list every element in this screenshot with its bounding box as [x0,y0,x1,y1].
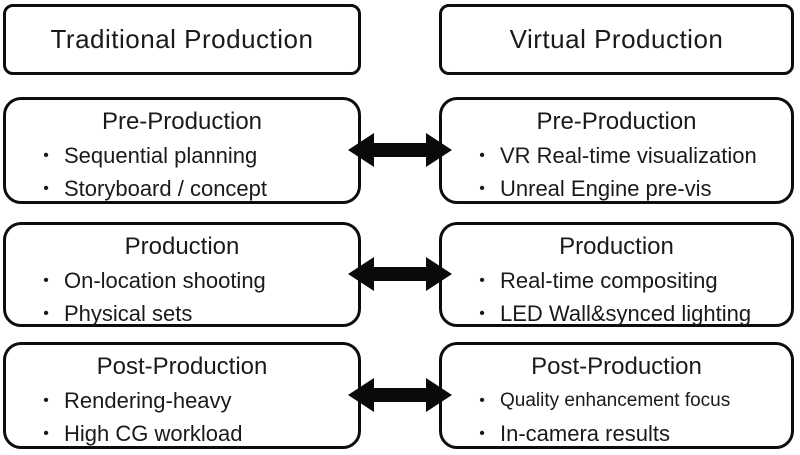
bullet-text: LED Wall&synced lighting [500,301,752,326]
bullet-icon: • [43,425,49,442]
bullet-list: • On-location shooting • Physical sets [6,264,358,330]
double-headed-arrow-icon [347,130,453,170]
bullet-list: • Sequential planning • Storyboard / con… [6,139,358,205]
box-traditional-post-production: Post-Production • Rendering-heavy • High… [3,342,361,449]
bullet-list: • Real-time compositing • LED Wall&synce… [442,264,791,330]
stage-title: Production [124,233,240,260]
bullet-icon: • [479,147,485,164]
bullet-text: Quality enhancement focus [500,390,731,411]
bullet-text: Sequential planning [64,143,258,168]
bullet-icon: • [479,425,485,442]
bullet-item: • Unreal Engine pre-vis [464,172,787,205]
bullet-item: • Sequential planning [28,139,354,172]
bullet-text: Rendering-heavy [64,388,232,413]
bullet-item: • High CG workload [28,417,354,450]
bullet-item: • On-location shooting [28,264,354,297]
stage-title: Pre-Production [101,108,263,135]
bullet-icon: • [479,305,485,322]
bullet-item: • Physical sets [28,297,354,330]
header-virtual-production: Virtual Production [439,4,794,75]
bullet-list: • Rendering-heavy • High CG workload [6,384,358,450]
box-traditional-pre-production: Pre-Production • Sequential planning • S… [3,97,361,204]
bullet-text: Storyboard / concept [64,176,268,201]
bullet-text: On-location shooting [64,268,266,293]
bullet-text: In-camera results [500,421,670,446]
bullet-icon: • [479,272,485,289]
bullet-text: High CG workload [64,421,243,446]
bullet-icon: • [479,392,485,409]
bullet-icon: • [43,305,49,322]
bullet-list: • Quality enhancement focus • In-camera … [442,384,791,450]
bullet-item: • Quality enhancement focus [464,384,787,417]
bullet-icon: • [43,147,49,164]
bullet-item: • Real-time compositing [464,264,787,297]
bullet-text: VR Real-time visualization [500,143,757,168]
box-virtual-production: Production • Real-time compositing • LED… [439,222,794,327]
bullet-text: Physical sets [64,301,193,326]
header-traditional-label: Traditional Production [50,24,314,54]
bullet-item: • In-camera results [464,417,787,450]
double-headed-arrow-icon [347,375,453,415]
bullet-item: • Rendering-heavy [28,384,354,417]
double-headed-arrow-icon [347,254,453,294]
stage-title: Post-Production [96,353,268,380]
bullet-icon: • [43,180,49,197]
box-virtual-pre-production: Pre-Production • VR Real-time visualizat… [439,97,794,204]
bullet-item: • VR Real-time visualization [464,139,787,172]
bullet-text: Unreal Engine pre-vis [500,176,712,201]
stage-title: Post-Production [531,353,702,380]
header-virtual-label: Virtual Production [509,24,724,54]
bullet-item: • LED Wall&synced lighting [464,297,787,330]
bullet-text: Real-time compositing [500,268,718,293]
bullet-list: • VR Real-time visualization • Unreal En… [442,139,791,205]
bullet-icon: • [43,272,49,289]
header-traditional-production: Traditional Production [3,4,361,75]
bullet-icon: • [43,392,49,409]
bullet-item: • Storyboard / concept [28,172,354,205]
bullet-icon: • [479,180,485,197]
stage-title: Pre-Production [536,108,697,135]
box-virtual-post-production: Post-Production • Quality enhancement fo… [439,342,794,449]
box-traditional-production: Production • On-location shooting • Phys… [3,222,361,327]
stage-title: Production [559,233,674,260]
